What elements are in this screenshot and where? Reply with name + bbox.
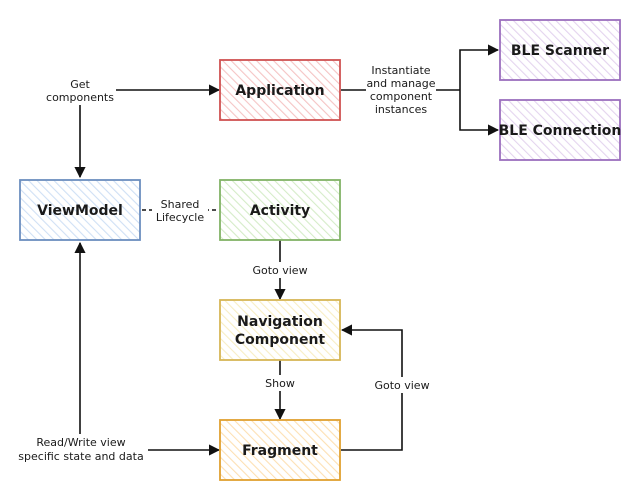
- node-navigation-label-line1: Navigation: [237, 314, 323, 330]
- edge-label-specific-state: specific state and data: [18, 450, 143, 463]
- node-navigation-component: Navigation Component: [219, 299, 341, 361]
- node-viewmodel: ViewModel: [19, 179, 141, 241]
- edge-branch-to-ble-connection: [459, 90, 500, 136]
- edge-label-instances: instances: [375, 103, 428, 116]
- node-fragment-label: Fragment: [242, 443, 318, 459]
- edge-label-component: component: [370, 90, 433, 103]
- edge-label-show: Show: [265, 377, 295, 390]
- edge-label-get: Get: [70, 78, 90, 91]
- node-activity-label: Activity: [250, 203, 310, 219]
- edge-branch-to-ble-scanner: [459, 44, 500, 90]
- edge-label-instantiate: Instantiate: [371, 64, 430, 77]
- edge-label-lifecycle: Lifecycle: [156, 211, 204, 224]
- node-application: Application: [219, 59, 341, 121]
- node-fragment: Fragment: [219, 419, 341, 481]
- node-viewmodel-label: ViewModel: [37, 203, 123, 219]
- edge-label-goto-view-fragment: Goto view: [374, 379, 429, 392]
- edge-label-goto-view-activity: Goto view: [252, 264, 307, 277]
- node-ble-connection: BLE Connection: [499, 99, 622, 161]
- node-ble-scanner-label: BLE Scanner: [511, 43, 609, 59]
- node-ble-scanner: BLE Scanner: [499, 19, 621, 81]
- edge-label-shared: Shared: [161, 198, 200, 211]
- node-activity: Activity: [219, 179, 341, 241]
- edge-label-and-manage: and manage: [366, 77, 435, 90]
- node-ble-connection-label: BLE Connection: [499, 123, 622, 139]
- node-navigation-label-line2: Component: [235, 332, 326, 348]
- edge-label-read-write: Read/Write view: [36, 436, 125, 449]
- edge-label-components: components: [46, 91, 114, 104]
- node-application-label: Application: [235, 83, 324, 99]
